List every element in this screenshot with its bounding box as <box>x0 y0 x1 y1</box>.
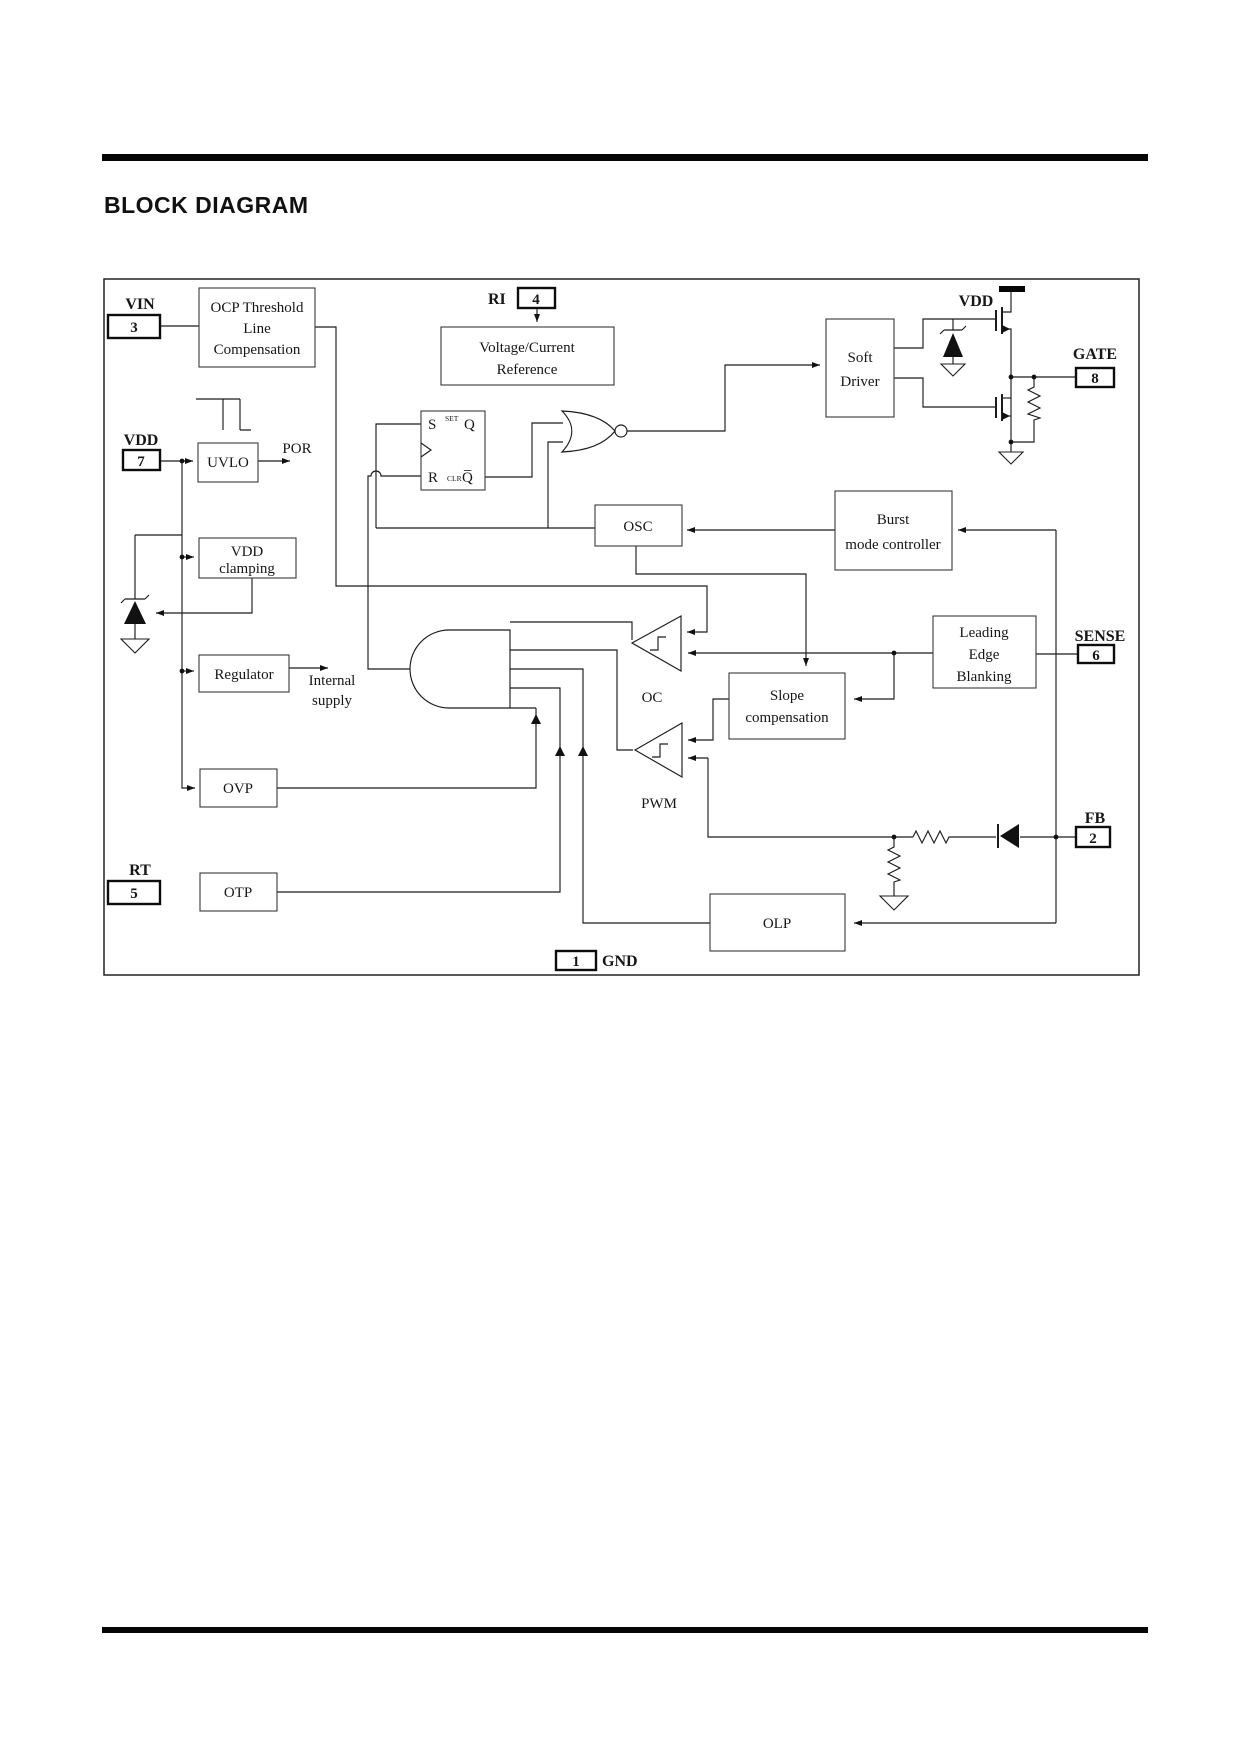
svg-text:Compensation: Compensation <box>214 342 301 358</box>
header-rule <box>102 154 1148 161</box>
svg-text:4: 4 <box>532 292 540 308</box>
block-ocp-threshold: OCP Threshold Line Compensation <box>198 287 316 368</box>
internal-supply-label-1: Internal <box>309 673 356 689</box>
clock-input-icon <box>420 442 433 458</box>
and-gate-icon <box>409 629 511 709</box>
svg-text:Voltage/Current: Voltage/Current <box>479 340 575 356</box>
por-label: POR <box>282 441 311 457</box>
junction-dots <box>179 374 1059 840</box>
svg-text:GND: GND <box>602 953 638 970</box>
vdd-zener-icon <box>124 601 146 624</box>
svg-text:clamping: clamping <box>219 561 275 577</box>
pwm-label: PWM <box>641 796 677 812</box>
svg-text:SET: SET <box>445 414 459 423</box>
svg-text:Soft: Soft <box>847 350 873 366</box>
svg-text:Blanking: Blanking <box>957 669 1012 685</box>
pin-gnd: 1 GND <box>554 949 638 972</box>
block-uvlo: UVLO <box>197 442 259 483</box>
svg-text:Q: Q <box>464 417 475 433</box>
pin-sense: SENSE 6 <box>1075 628 1126 665</box>
svg-text:UVLO: UVLO <box>207 455 249 471</box>
svg-text:compensation: compensation <box>745 710 829 726</box>
block-otp: OTP <box>199 872 278 912</box>
pin-rt: RT 5 <box>106 862 162 906</box>
vdd-supply-bar-icon <box>999 286 1025 292</box>
block-olp: OLP <box>709 893 846 952</box>
svg-text:Slope: Slope <box>770 688 805 704</box>
pin-gate: GATE 8 <box>1073 346 1117 389</box>
gate-zener-icon <box>943 333 963 357</box>
block-osc: OSC <box>594 504 683 547</box>
block-slope-compensation: Slope compensation <box>728 672 846 740</box>
sr-latch: S SET Q R CLR Q̅ <box>420 410 486 491</box>
svg-text:Q̅: Q̅ <box>462 470 473 486</box>
svg-text:5: 5 <box>130 886 138 902</box>
block-soft-driver: Soft Driver <box>825 318 895 418</box>
svg-text:CLR: CLR <box>447 474 462 483</box>
svg-text:OSC: OSC <box>623 519 652 535</box>
oc-comparator-icon: OC <box>630 615 682 706</box>
ground-icons <box>119 363 1025 911</box>
svg-text:Burst: Burst <box>877 512 910 528</box>
svg-text:OTP: OTP <box>224 885 252 901</box>
block-ovp: OVP <box>199 768 278 808</box>
svg-text:6: 6 <box>1092 648 1100 664</box>
nor-gate-icon <box>560 410 628 453</box>
svg-text:Line: Line <box>243 321 271 337</box>
svg-text:GATE: GATE <box>1073 346 1117 363</box>
svg-text:S: S <box>428 417 436 433</box>
svg-text:3: 3 <box>130 320 138 336</box>
fb-diode-icon <box>997 824 1019 848</box>
page-title: BLOCK DIAGRAM <box>104 192 309 218</box>
svg-text:VDD: VDD <box>231 544 264 560</box>
svg-text:2: 2 <box>1089 831 1097 847</box>
pwm-comparator-icon: PWM <box>633 722 683 812</box>
block-regulator: Regulator <box>198 654 290 693</box>
output-mosfets <box>995 307 1010 421</box>
svg-text:OLP: OLP <box>763 916 791 932</box>
internal-supply-label-2: supply <box>312 693 353 709</box>
oc-label: OC <box>642 690 663 706</box>
svg-text:FB: FB <box>1085 810 1106 827</box>
svg-text:SENSE: SENSE <box>1075 628 1126 645</box>
svg-text:1: 1 <box>572 954 580 970</box>
svg-text:Driver: Driver <box>840 374 879 390</box>
circuit-wires <box>120 292 1078 926</box>
svg-text:8: 8 <box>1091 371 1099 387</box>
pin-ri: RI 4 <box>488 286 557 310</box>
svg-text:OVP: OVP <box>223 781 253 797</box>
svg-text:Leading: Leading <box>959 625 1009 641</box>
svg-text:Reference: Reference <box>497 362 558 378</box>
vdd-rail-label: VDD <box>959 293 994 310</box>
svg-text:RT: RT <box>129 862 151 879</box>
svg-text:VDD: VDD <box>124 432 159 449</box>
pin-vdd7: VDD 7 <box>121 432 162 472</box>
svg-text:R: R <box>428 470 438 486</box>
block-leading-edge-blanking: Leading Edge Blanking <box>932 615 1037 689</box>
pin-vin: VIN 3 <box>106 296 162 340</box>
block-vdd-clamping: VDD clamping <box>198 537 297 579</box>
svg-text:7: 7 <box>137 454 145 470</box>
block-burst-mode-controller: Burst mode controller <box>834 490 953 571</box>
pin-fb: FB 2 <box>1074 810 1112 849</box>
svg-text:Regulator: Regulator <box>214 667 273 683</box>
svg-text:RI: RI <box>488 291 506 308</box>
svg-text:VIN: VIN <box>125 296 155 313</box>
block-voltage-current-reference: Voltage/Current Reference <box>440 326 615 386</box>
svg-text:OCP Threshold: OCP Threshold <box>211 300 304 316</box>
footer-rule <box>102 1627 1148 1633</box>
flow-arrowheads <box>531 714 588 756</box>
svg-text:mode controller: mode controller <box>845 537 940 553</box>
svg-text:Edge: Edge <box>969 647 1000 663</box>
